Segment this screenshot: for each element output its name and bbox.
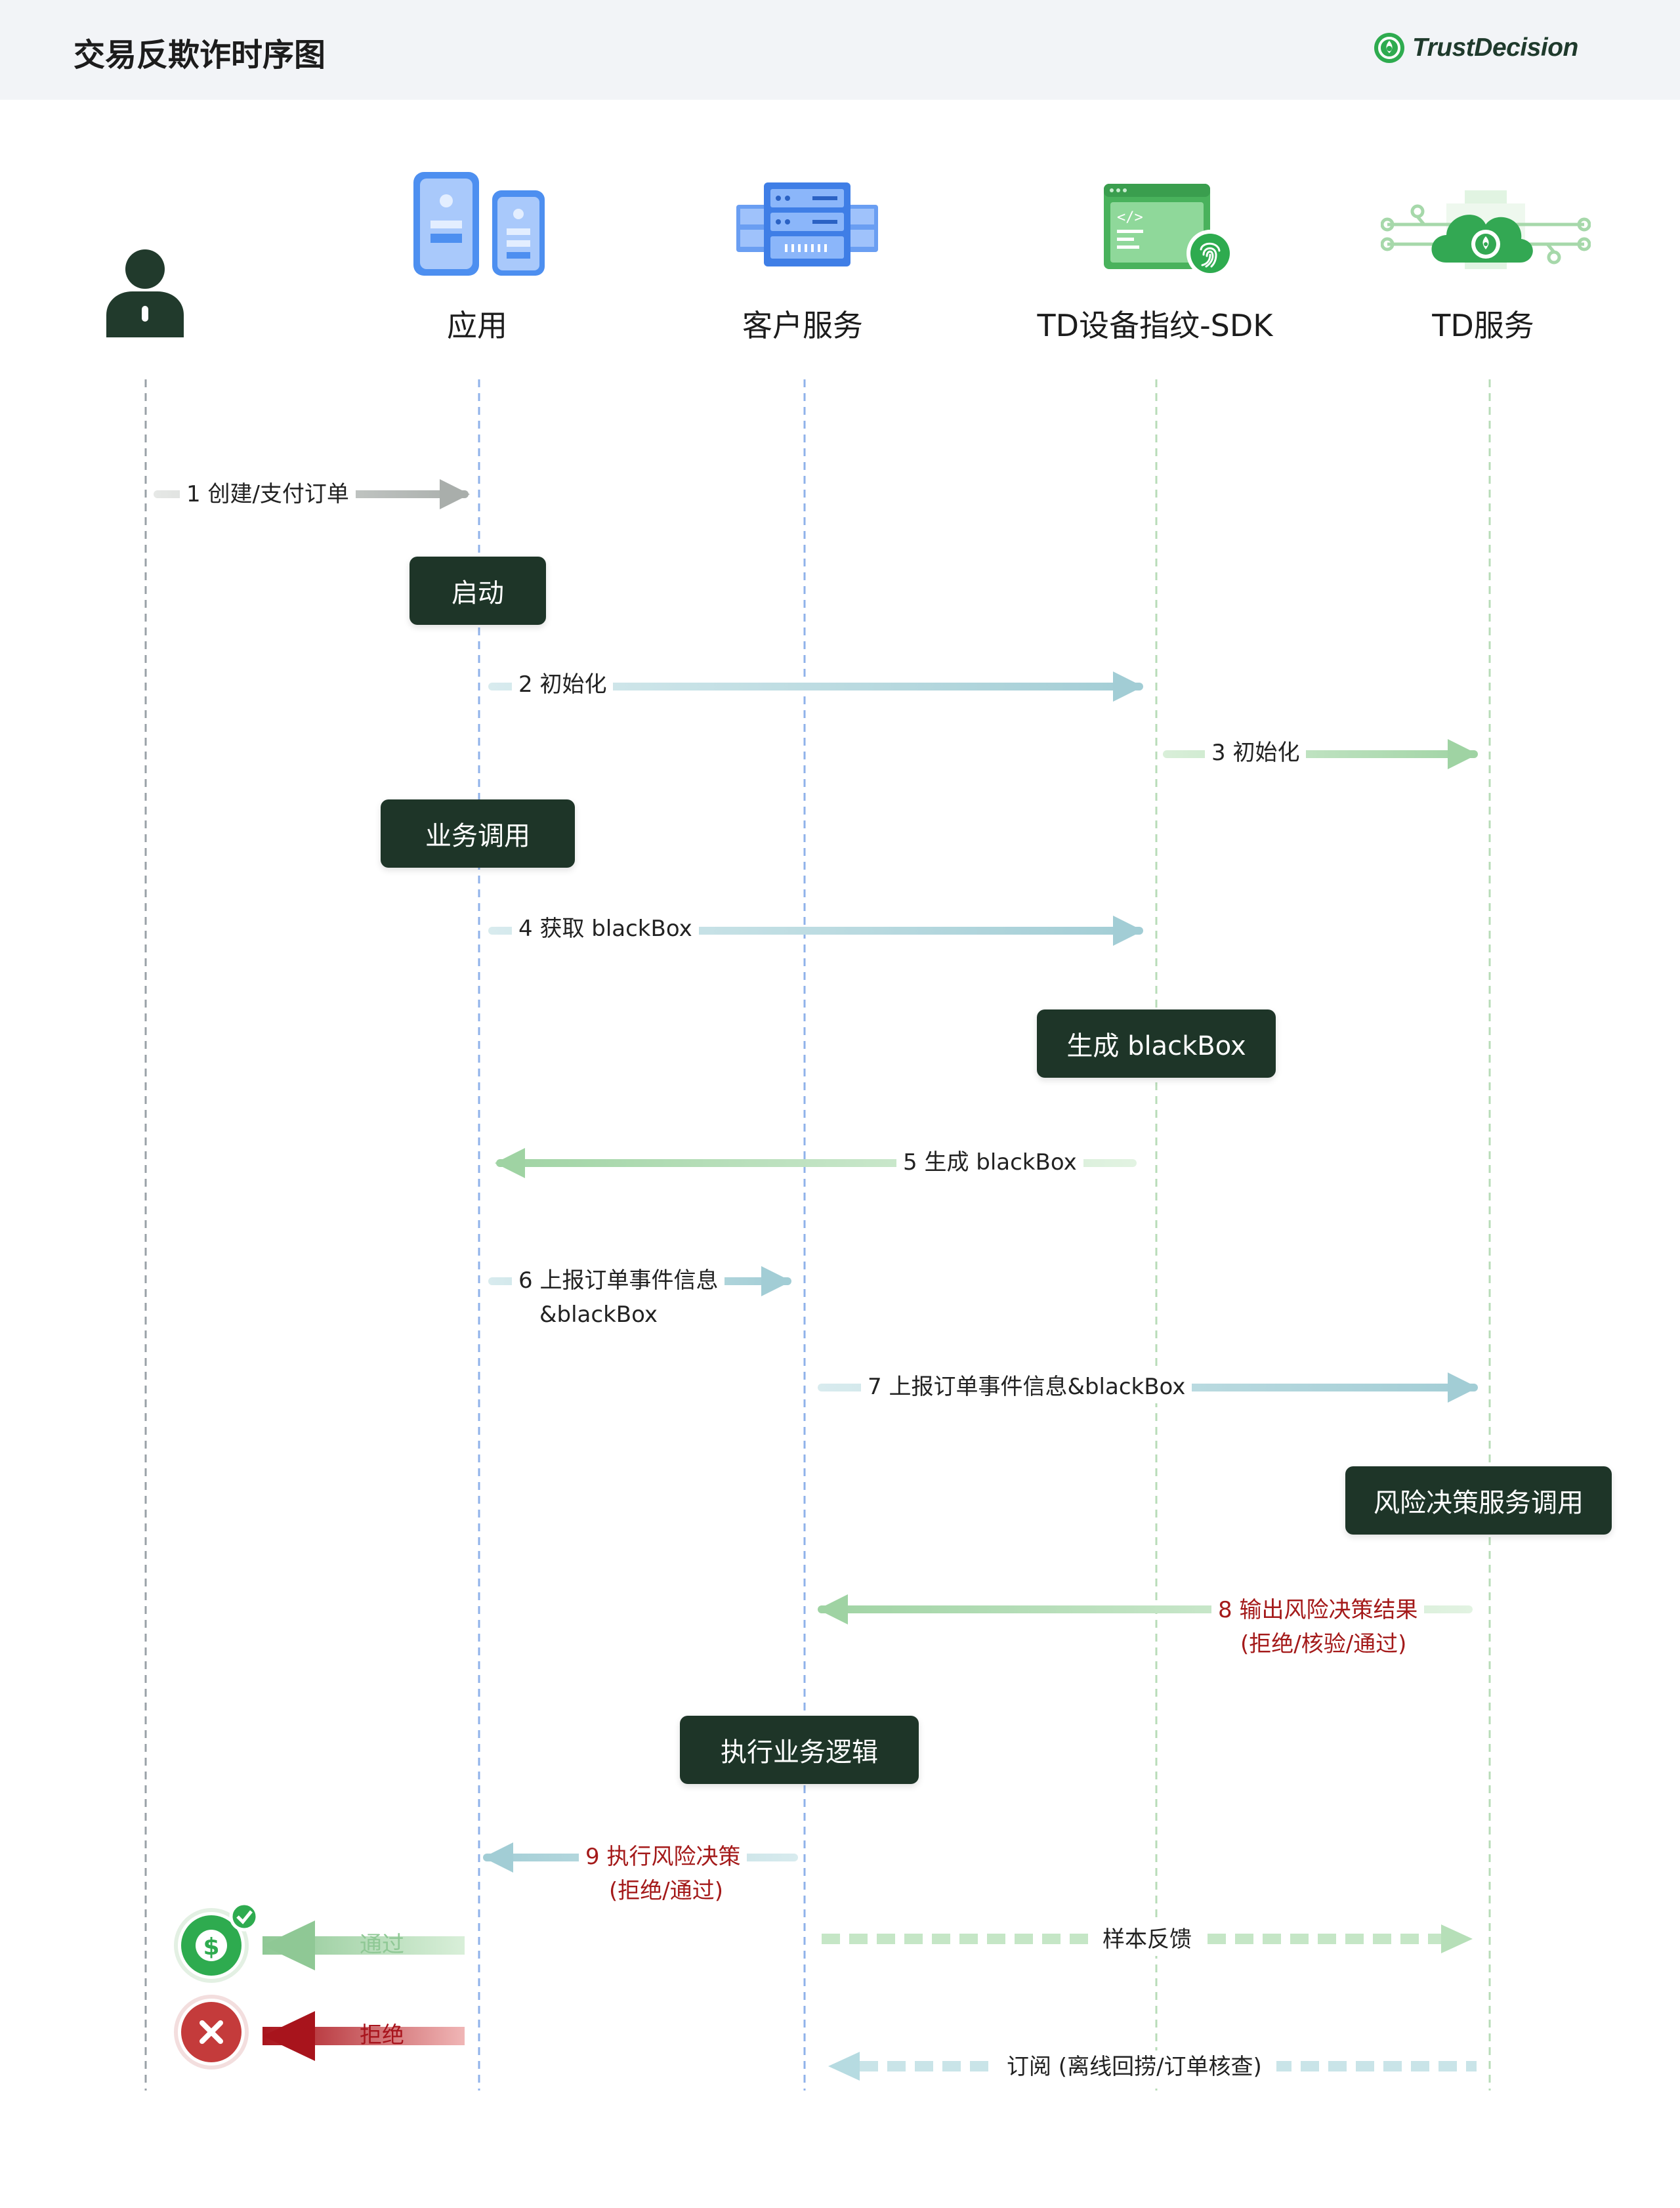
message-label-6-line1: 6 上报订单事件信息 <box>512 1264 725 1297</box>
svg-text:</>: </> <box>1117 209 1143 226</box>
logo-text: TrustDecision <box>1412 33 1578 62</box>
message-label-subscribe: 订阅 (离线回捞/订单核查) <box>992 2050 1276 2083</box>
participant-label-customer: 客户服务 <box>742 308 863 343</box>
arrow-m2 <box>488 671 1143 702</box>
server-icon <box>735 179 879 273</box>
trustdecision-logo-icon <box>1374 33 1404 63</box>
message-label-4: 4 获取 blackBox <box>512 912 699 945</box>
user-icon <box>105 245 185 340</box>
step-start: 启动 <box>410 557 546 625</box>
participant-label-app: 应用 <box>447 308 507 343</box>
brand-logo: TrustDecision <box>1373 32 1578 64</box>
message-label-3: 3 初始化 <box>1205 736 1307 769</box>
message-label-9-line2: (拒绝/通过) <box>609 1875 723 1907</box>
header-bar: 交易反欺诈时序图 TrustDecision <box>0 0 1680 100</box>
step-generate-blackbox: 生成 blackBox <box>1037 1009 1276 1078</box>
message-label-2: 2 初始化 <box>512 668 614 701</box>
mobile-app-icon <box>407 168 551 282</box>
step-risk-decision-call: 风险决策服务调用 <box>1345 1466 1612 1535</box>
message-label-5: 5 生成 blackBox <box>896 1146 1083 1179</box>
message-label-feedback: 样本反馈 <box>1096 1923 1198 1956</box>
result-label-reject: 拒绝 <box>360 2022 404 2049</box>
result-label-pass: 通过 <box>360 1932 404 1958</box>
message-label-8-line2: (拒绝/核验/通过) <box>1240 1628 1407 1661</box>
message-label-1: 1 创建/支付订单 <box>180 478 356 511</box>
arrow-pass <box>262 1921 465 1970</box>
arrow-reject <box>262 2011 465 2061</box>
message-label-6-line2: &blackBox <box>539 1298 658 1331</box>
message-label-9-line1: 9 执行风险决策 <box>579 1840 747 1873</box>
participant-label-td: TD服务 <box>1432 308 1534 343</box>
step-execute-business-logic: 执行业务逻辑 <box>680 1716 919 1784</box>
page-title: 交易反欺诈时序图 <box>74 37 326 74</box>
cloud-service-icon <box>1380 184 1591 285</box>
step-business-call: 业务调用 <box>381 799 575 868</box>
message-label-8-line1: 8 输出风险决策结果 <box>1211 1594 1425 1626</box>
reject-x-icon <box>174 1995 249 2070</box>
message-label-7: 7 上报订单事件信息&blackBox <box>861 1370 1192 1403</box>
dollar-check-icon: $ <box>174 1901 259 1983</box>
participant-label-sdk: TD设备指纹-SDK <box>1037 308 1273 343</box>
svg-text:$: $ <box>203 1934 219 1961</box>
fingerprint-sdk-icon: </> <box>1102 181 1234 282</box>
